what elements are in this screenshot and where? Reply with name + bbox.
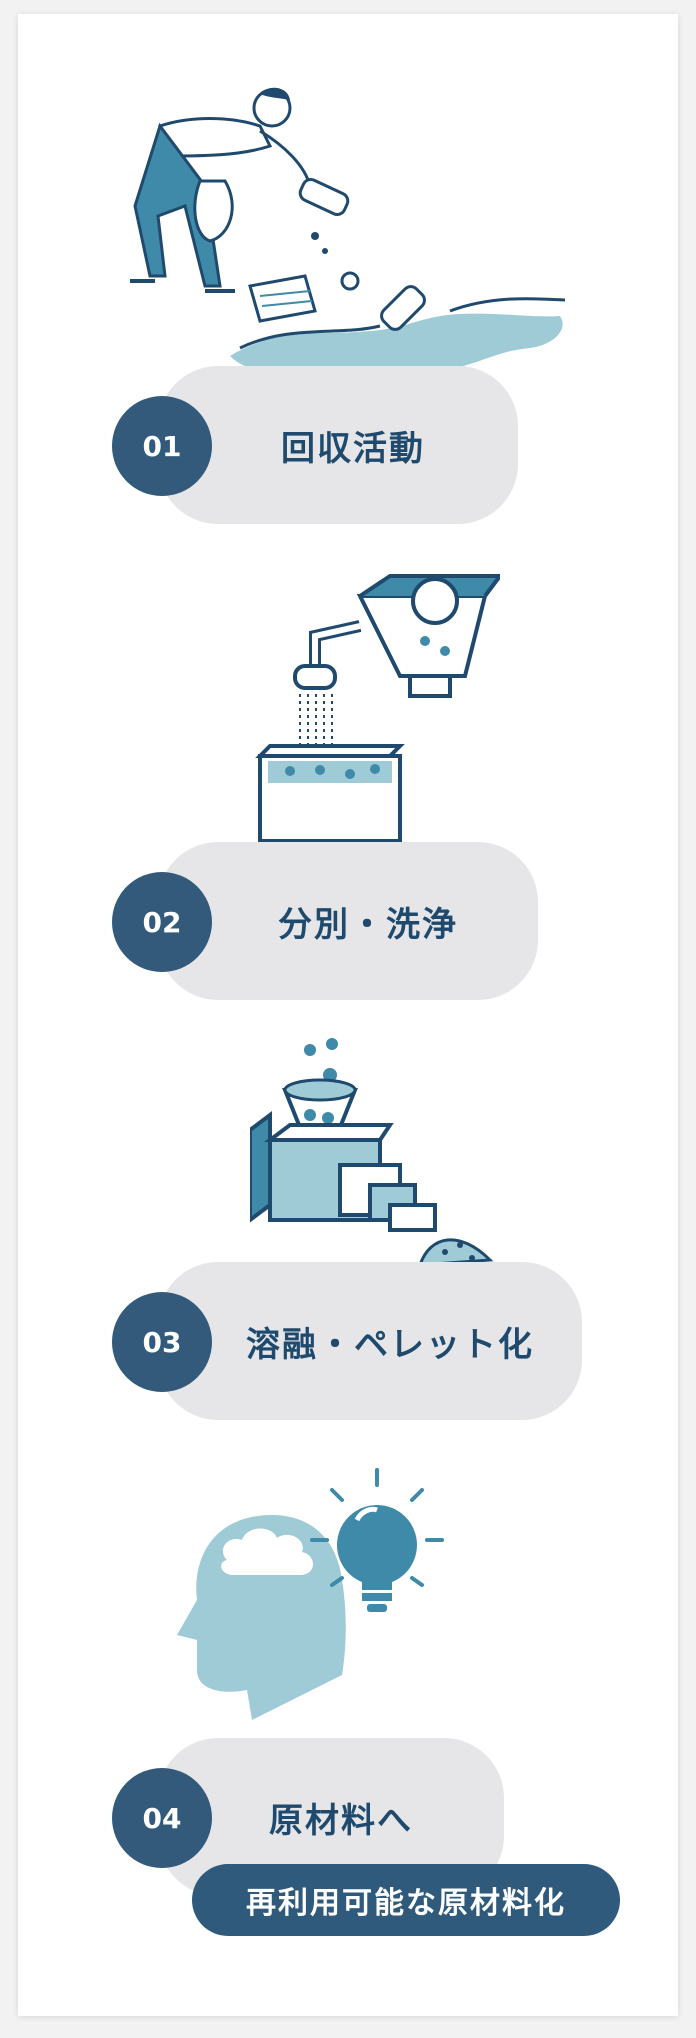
step-1-pill: [158, 366, 518, 524]
reusable-material-badge: 再利用可能な原材料化: [192, 1864, 620, 1936]
pellet-extruder-icon: [250, 1038, 494, 1267]
step-3-label: 溶融・ペレット化: [246, 1324, 534, 1365]
step-1-label: 回収活動: [281, 428, 425, 469]
head-lightbulb-icon: [177, 1468, 444, 1720]
step-4-number: 04: [112, 1768, 212, 1868]
step-2-number: 02: [112, 872, 212, 972]
step-2-pill: [158, 842, 538, 1000]
step-3-pill: [158, 1262, 582, 1420]
step-3-number: 03: [112, 1292, 212, 1392]
step-4-label: 原材料へ: [269, 1800, 413, 1841]
step-1-number: 01: [112, 396, 212, 496]
step-2-label: 分別・洗浄: [278, 904, 458, 945]
washing-machine-icon: [255, 574, 500, 861]
person-collecting-trash-icon: [130, 87, 566, 375]
